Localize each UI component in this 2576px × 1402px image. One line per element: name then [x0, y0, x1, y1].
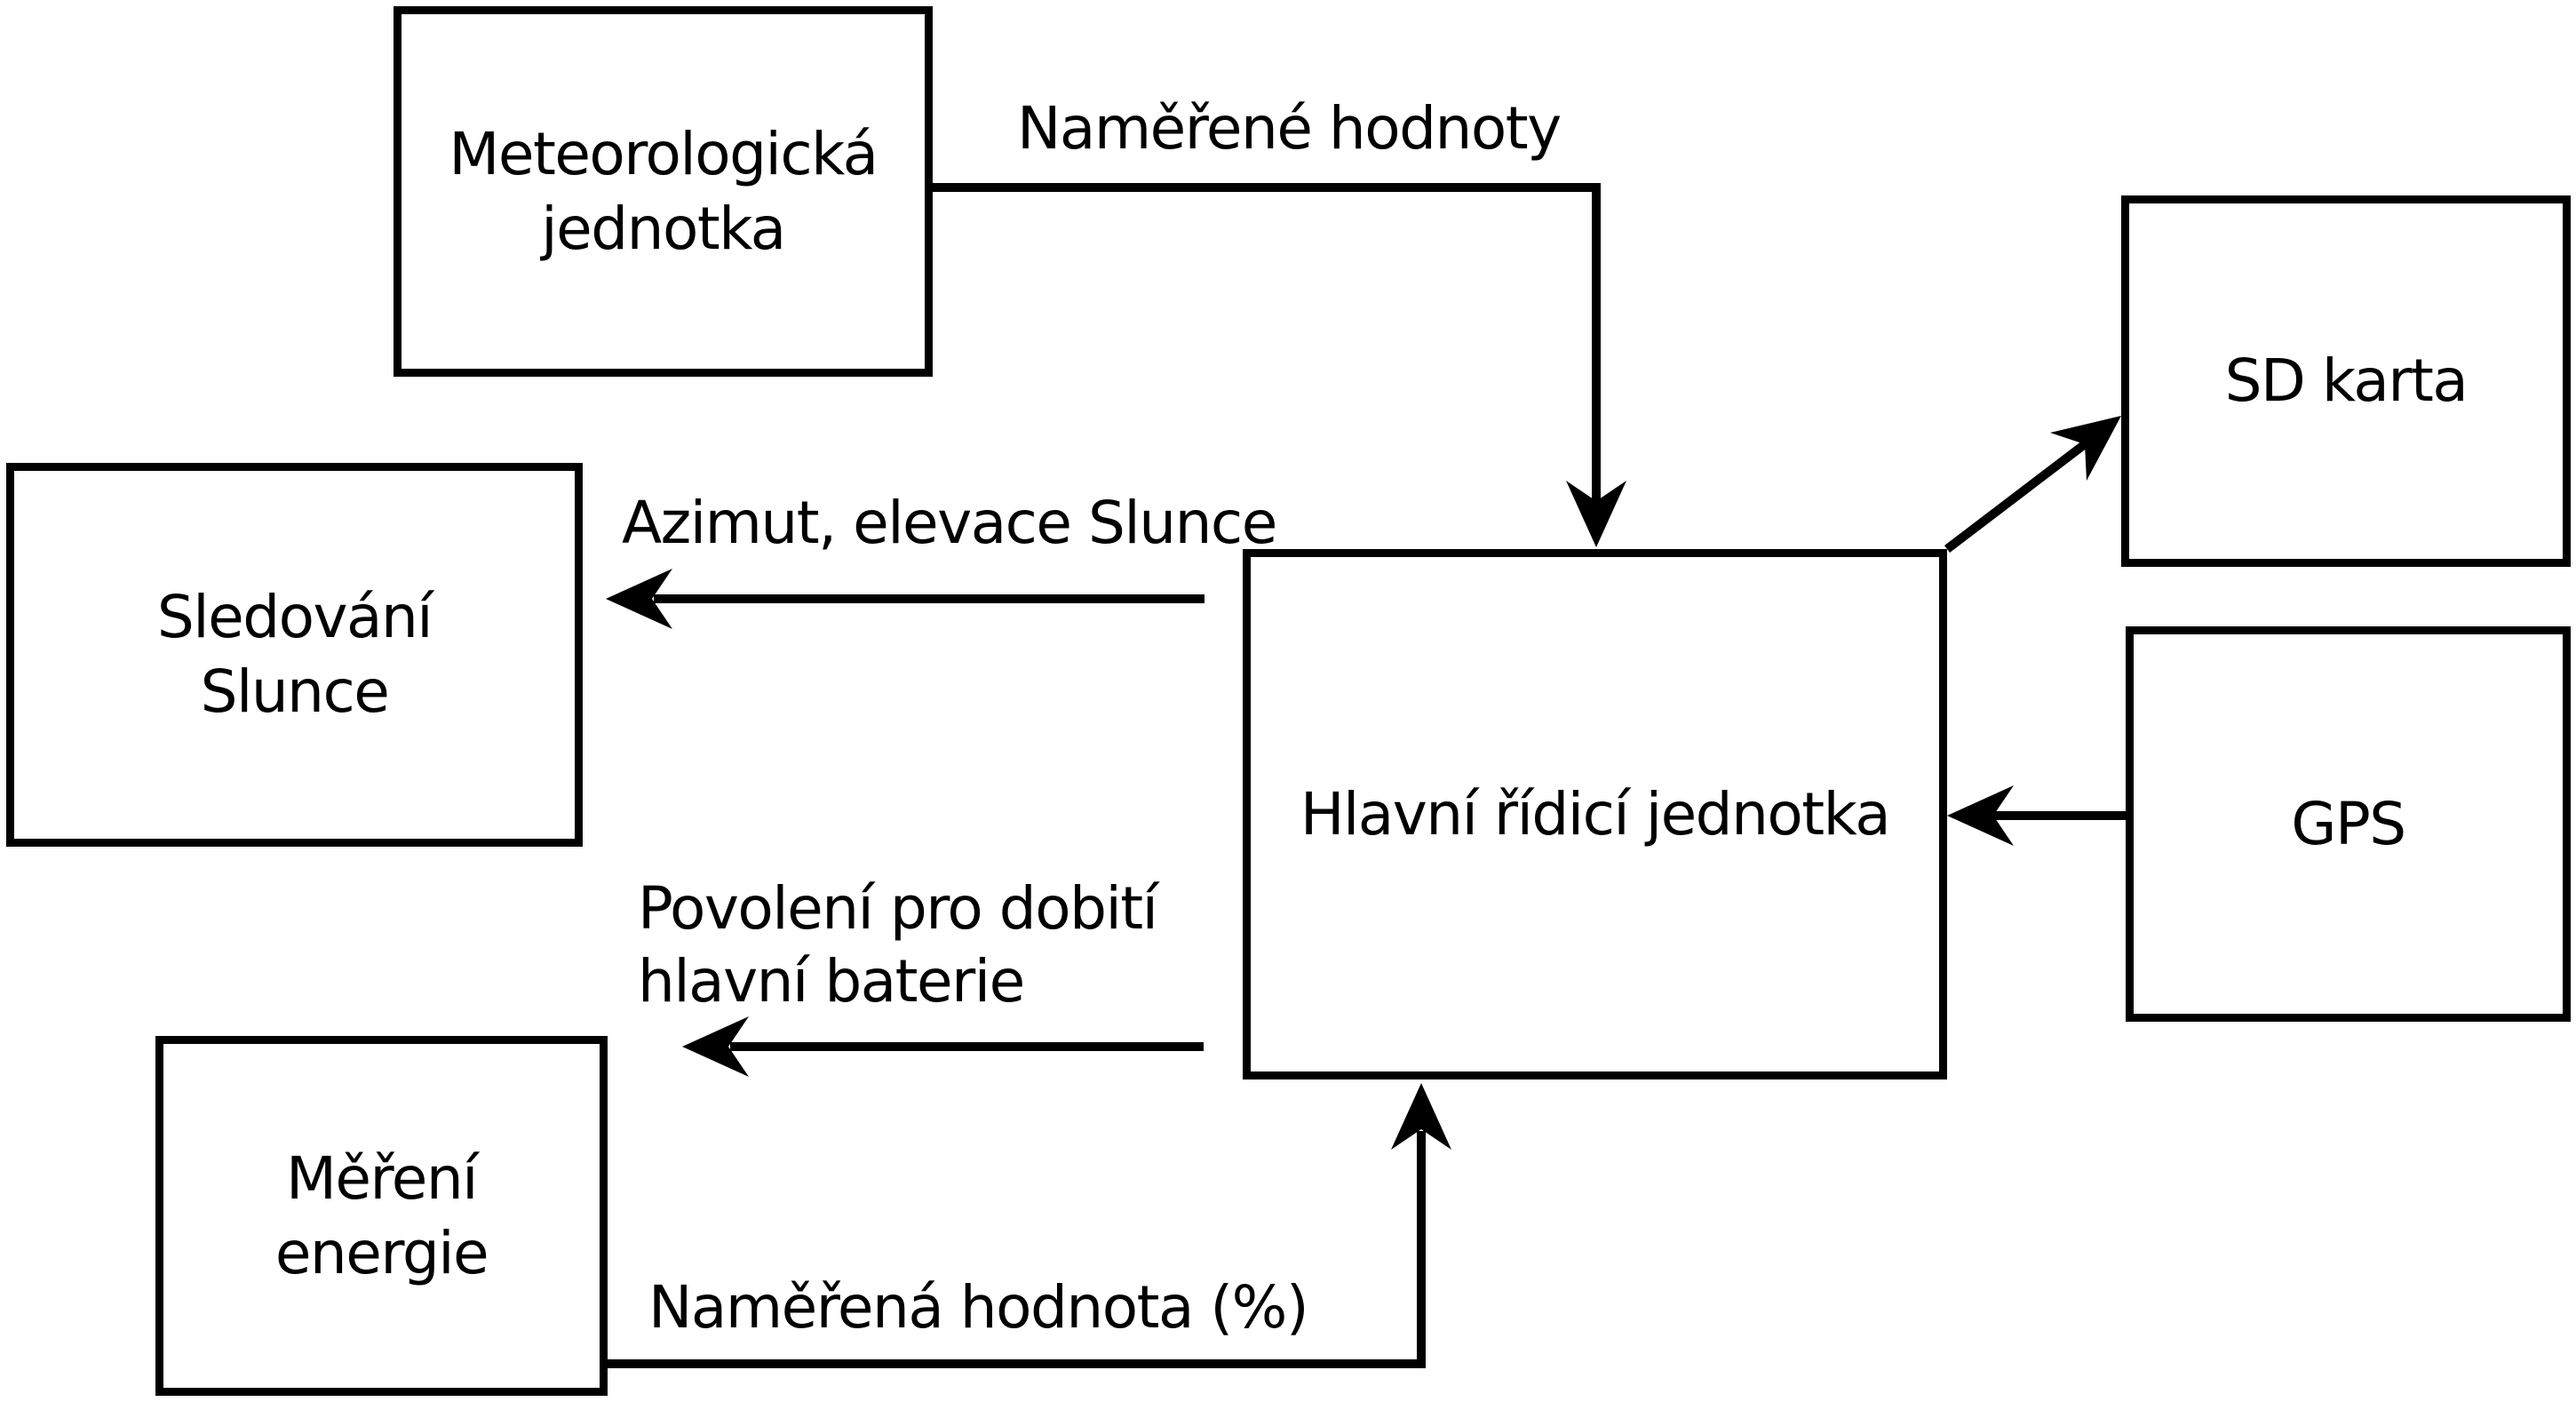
node-label: Sledování Slunce [156, 583, 433, 726]
arrow-main-to-sledovani [606, 569, 1205, 629]
edge-label-namerene-hodnoty: Naměřené hodnoty [1017, 94, 1562, 163]
node-label: Hlavní řídicí jednotka [1300, 779, 1891, 848]
node-meteorologicka-jednotka: Meteorologická jednotka [394, 6, 933, 377]
node-label: SD karta [2224, 347, 2469, 415]
node-mereni-energie: Měření energie [155, 1036, 608, 1396]
arrow-mereni-to-main-shaft [608, 1131, 1426, 1368]
arrow-meteo-to-main-shaft [933, 183, 1601, 503]
node-sledovani-slunce: Sledování Slunce [6, 463, 583, 847]
arrow-gps-to-main [1947, 785, 2126, 846]
node-sd-karta: SD karta [2121, 195, 2571, 567]
arrow-upright-head [2050, 416, 2121, 481]
arrow-mereni-to-main [608, 1083, 1451, 1368]
arrow-main-to-sd [1944, 416, 2121, 553]
arrow-meteo-to-main [933, 183, 1626, 547]
arrow-left-head [682, 1016, 749, 1077]
node-label: Meteorologická jednotka [449, 119, 879, 263]
arrow-left-head [1947, 785, 2014, 846]
node-label: Měření energie [274, 1143, 489, 1287]
arrow-up-head [1391, 1083, 1451, 1150]
edge-label-azimut-elevace-slunce: Azimut, elevace Slunce [622, 489, 1277, 557]
edge-label-povoleni-pro-dobiti: Povolení pro dobití hlavní baterie [638, 874, 1158, 1016]
node-hlavni-ridici-jednotka: Hlavní řídicí jednotka [1243, 549, 1947, 1079]
arrow-down-head [1566, 481, 1626, 547]
edge-label-namerena-hodnota: Naměřená hodnota (%) [648, 1273, 1309, 1342]
arrow-left-head [606, 569, 672, 629]
arrow-main-to-battery [682, 1016, 1204, 1077]
arrow-main-to-sd-shaft [1944, 441, 2088, 553]
node-label: GPS [2291, 789, 2406, 858]
node-gps: GPS [2126, 626, 2571, 1022]
